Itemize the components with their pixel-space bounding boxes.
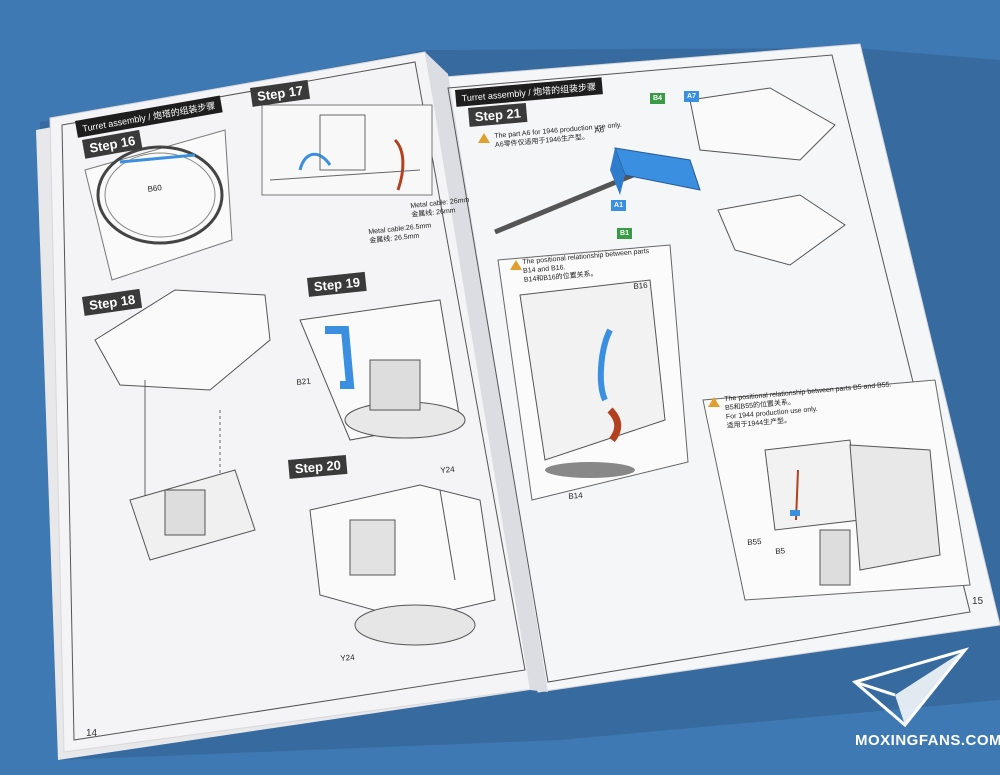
part-y24-top: Y24: [440, 464, 455, 475]
part-b14: B14: [568, 490, 583, 501]
step21-drawing: [494, 87, 846, 266]
step18-drawing: [94, 289, 271, 561]
part-a6: A6: [594, 125, 605, 135]
box-b14-b16: [497, 244, 689, 501]
part-a7-badge: A7: [684, 91, 699, 102]
right-page-number: 15: [972, 596, 984, 607]
step17-drawing: [261, 104, 433, 196]
box-b5-b55: [702, 379, 971, 601]
warning-icon: [510, 260, 522, 270]
warning-icon: [708, 397, 720, 407]
part-b4-badge: B4: [650, 93, 665, 104]
warning-icon: [478, 133, 490, 143]
watermark-text: MOXINGFANS.COM: [855, 732, 1000, 749]
step19-drawing: [299, 299, 466, 441]
part-y24-bottom: Y24: [340, 652, 355, 663]
left-page-number: 14: [86, 728, 98, 739]
step16-drawing: [84, 129, 233, 281]
part-b21: B21: [296, 376, 312, 387]
part-a1-badge: A1: [611, 200, 626, 211]
part-b55: B55: [747, 537, 762, 547]
watermark-logo: [851, 647, 970, 728]
part-b16: B16: [633, 280, 648, 291]
part-b5: B5: [775, 546, 786, 556]
part-b1-badge: B1: [617, 228, 632, 239]
step20-drawing: [309, 484, 496, 646]
